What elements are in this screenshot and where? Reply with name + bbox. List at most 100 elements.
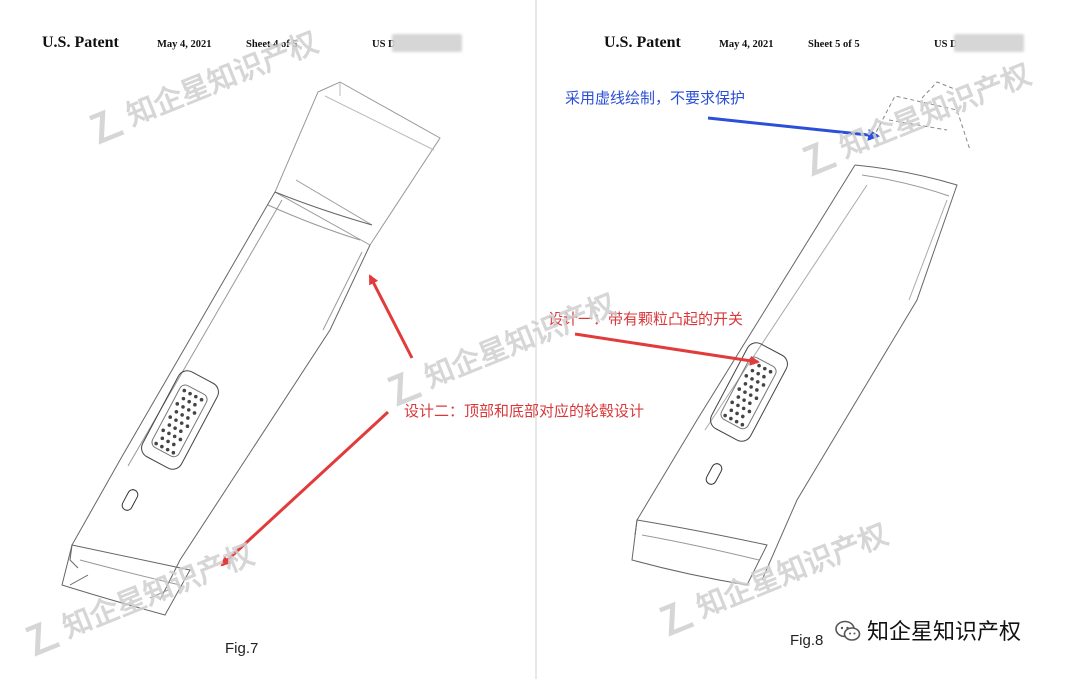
grip-dot	[180, 413, 184, 417]
patent-sheet-right: U.S. Patent May 4, 2021 Sheet 5 of 5 US …	[537, 0, 1080, 679]
grip-dot	[187, 399, 191, 404]
grip-dot	[185, 424, 190, 429]
grip-dot	[740, 422, 745, 427]
grip-dot	[734, 419, 739, 424]
grip-dot	[192, 411, 197, 415]
brand-signature: 知企星知识产权	[835, 614, 1021, 646]
brand-name: 知企星知识产权	[867, 620, 1022, 645]
grip-dot	[188, 391, 192, 396]
grip-dot	[755, 380, 760, 384]
watermark: 知企星知识产权	[797, 51, 1036, 180]
watermark-logo-icon	[24, 621, 61, 657]
patent-label: U.S. Patent	[604, 34, 681, 51]
patent-number: US D	[372, 39, 396, 50]
grip-dot	[737, 387, 742, 391]
grip-dot	[761, 383, 766, 387]
grip-dot	[743, 390, 747, 394]
watermark: 知企星知识产权	[654, 511, 893, 640]
grip-dot	[161, 428, 165, 433]
watermark-logo-icon	[801, 141, 838, 177]
patent-date: May 4, 2021	[157, 39, 212, 50]
grip-dot	[173, 426, 177, 430]
patent-label: U.S. Patent	[42, 34, 119, 51]
grip-dot	[181, 396, 186, 401]
grip-dot	[723, 413, 727, 418]
redacted-number	[954, 34, 1024, 52]
grip-dot	[741, 406, 746, 411]
grip-dot	[160, 436, 165, 441]
grip-dot	[762, 374, 766, 379]
device-drawing-fig8	[631, 81, 971, 586]
grip-dot	[768, 369, 773, 374]
grip-dot	[178, 437, 183, 442]
note-dashed-unprotected: 采用虚线绘制，不要求保护	[565, 89, 746, 107]
grip-dot	[174, 418, 178, 422]
figure-label: Fig.8	[790, 632, 824, 649]
watermark-logo-icon	[386, 371, 423, 407]
grip-dot	[172, 434, 177, 439]
grip-dot	[749, 385, 753, 389]
grip-dot	[174, 410, 179, 414]
grip-dot	[743, 382, 748, 386]
grip-dot	[179, 429, 183, 434]
grip-dot	[748, 401, 752, 406]
grip-dot	[199, 397, 204, 402]
grip-dot	[747, 409, 752, 414]
grip-dot	[186, 408, 191, 412]
grip-dot	[171, 442, 176, 447]
arrow-to-switch	[574, 332, 760, 366]
grip-dot	[756, 371, 760, 376]
grip-dot	[730, 400, 734, 405]
patent-sheet-left: U.S. Patent May 4, 2021 Sheet 4 of 5 US …	[0, 0, 535, 679]
arrow-to-dashed-part	[707, 116, 880, 141]
arrow-to-top-contour	[368, 274, 414, 359]
grip-dot	[179, 421, 184, 425]
grip-dot	[168, 415, 173, 419]
grip-dot	[167, 423, 172, 427]
note-design-two: 设计二：顶部和底部对应的轮毂设计	[404, 402, 645, 420]
grip-dot	[193, 402, 197, 407]
watermark-logo-icon	[658, 601, 695, 637]
grip-dot	[748, 393, 753, 397]
note-design-one: 设计一：带有颗粒凸起的开关	[548, 310, 744, 328]
grip-dot	[755, 388, 759, 392]
grip-dot	[736, 395, 741, 399]
grip-dot	[729, 408, 734, 413]
grip-dot	[181, 405, 185, 409]
watermark-logo-icon	[88, 109, 125, 145]
grip-dot	[154, 441, 158, 446]
grip-dot	[167, 431, 171, 436]
grip-dot	[735, 411, 739, 416]
watermark: 知企星知识产权	[382, 281, 621, 410]
grip-dot	[750, 368, 755, 373]
grip-dot	[736, 403, 740, 408]
grip-dot	[160, 444, 164, 449]
redacted-number	[392, 34, 462, 52]
sheet-divider	[535, 0, 537, 679]
sheet-number: Sheet 4 of 5	[246, 39, 298, 50]
grip-dot	[750, 377, 754, 381]
grip-dot	[165, 447, 170, 452]
grip-dot	[740, 414, 745, 419]
grip-dot	[193, 394, 198, 399]
device-drawing-fig7	[61, 81, 441, 616]
arrow-to-bottom-contour	[220, 410, 390, 567]
grip-dot	[175, 402, 180, 406]
grip-dot	[754, 396, 759, 401]
grip-dot	[171, 450, 176, 455]
grip-dot	[762, 366, 767, 371]
watermark: 知企星知识产权	[20, 531, 259, 660]
sheet-number: Sheet 5 of 5	[808, 39, 860, 50]
patent-number: US D	[934, 39, 958, 50]
grip-dot	[186, 416, 190, 420]
grip-dot	[744, 374, 749, 378]
grip-dot	[182, 388, 187, 393]
figure-label: Fig.7	[225, 640, 259, 657]
watermark: 知企星知识产权	[84, 19, 323, 148]
wechat-icon	[835, 620, 861, 641]
patent-date: May 4, 2021	[719, 39, 774, 50]
grip-dot	[166, 439, 170, 444]
grip-dot	[729, 416, 733, 421]
grip-dot	[742, 398, 746, 402]
